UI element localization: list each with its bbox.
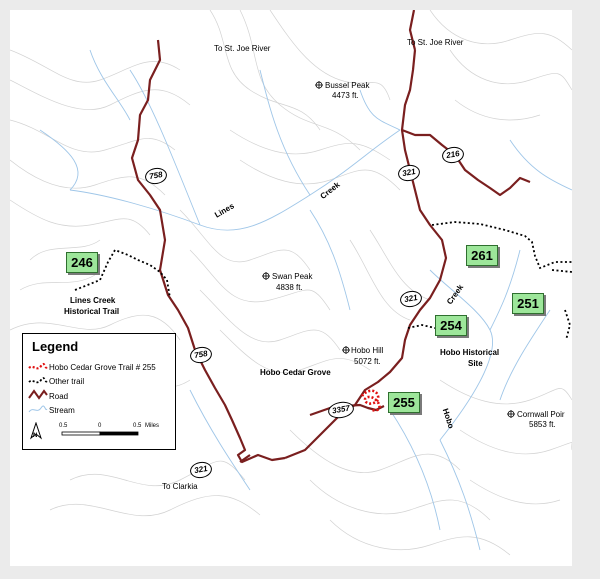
road-758 — [130, 39, 286, 464]
streams — [39, 49, 572, 551]
legend-title: Legend — [32, 339, 79, 354]
legend-item-featured-trail: Hobo Cedar Grove Trail # 255 — [49, 363, 156, 372]
cornwall-point-marker — [507, 410, 515, 418]
trail-261 — [431, 221, 572, 270]
bussel-peak-marker — [315, 81, 323, 89]
legend-featured-trail-symbol — [28, 362, 48, 370]
legend-symbols — [28, 362, 48, 413]
swan-peak-elevation: 4838 ft. — [276, 283, 303, 292]
roads — [130, 10, 531, 464]
hobo-historical-site-label-line2: Site — [468, 359, 483, 368]
swan-peak-marker — [262, 272, 270, 280]
lines-creek-trail-label-line2: Historical Trail — [64, 307, 120, 316]
scale-unit: Miles — [145, 423, 160, 429]
trail-246 — [74, 248, 171, 299]
map-canvas[interactable] — [10, 10, 572, 566]
scale-tick-right: 0.5 — [133, 423, 142, 429]
trail-badge-254[interactable]: 254 — [435, 315, 467, 336]
scale-bar — [61, 431, 139, 436]
legend: Legend Hobo Cedar Grove Trail # 255 Othe… — [22, 333, 176, 450]
hobo-cedar-grove-label: Hobo Cedar Grove — [260, 368, 331, 377]
to-clarkia: To Clarkia — [162, 482, 198, 491]
trail-badge-255[interactable]: 255 — [388, 392, 420, 413]
cornwall-point-elevation: 5853 ft. — [529, 420, 556, 429]
cornwall-point-name: Cornwall Poir — [517, 410, 565, 419]
road-321 — [284, 49, 448, 460]
legend-other-trail-symbol — [28, 377, 48, 384]
trail-255 — [360, 389, 381, 412]
bussel-peak-elevation: 4473 ft. — [332, 91, 359, 100]
road-216 — [401, 128, 531, 197]
legend-road-symbol — [28, 389, 48, 400]
trail-badge-261[interactable]: 261 — [466, 245, 498, 266]
to-st-joe-river-right: To St. Joe River — [407, 38, 464, 47]
trail-badge-246[interactable]: 246 — [66, 252, 98, 273]
hobo-hill-name: Hobo Hill — [351, 346, 384, 355]
trail-251 — [551, 269, 572, 341]
road-bottom-left — [239, 454, 251, 463]
bussel-peak-name: Bussel Peak — [325, 81, 370, 90]
road-north-right — [408, 10, 417, 51]
peak-markers — [262, 81, 515, 418]
scale-tick-left: 0.5 — [59, 423, 68, 429]
hobo-historical-site-label-line1: Hobo Historical — [440, 348, 500, 357]
north-label: N — [33, 433, 38, 439]
legend-item-road: Road — [49, 392, 69, 401]
legend-item-stream: Stream — [49, 406, 75, 415]
scale-tick-zero: 0 — [98, 423, 102, 429]
to-st-joe-river-left: To St. Joe River — [214, 44, 271, 53]
legend-item-other-trail: Other trail — [49, 377, 85, 386]
map-frame[interactable]: To St. Joe River To St. Joe River To Cla… — [10, 10, 572, 566]
other-trails — [74, 221, 572, 341]
hobo-hill-elevation: 5072 ft. — [354, 357, 381, 366]
contour-lines — [10, 10, 572, 556]
trail-badge-251[interactable]: 251 — [512, 293, 544, 314]
hobo-hill-marker — [342, 346, 350, 354]
lines-creek-trail-label-line1: Lines Creek — [70, 296, 116, 305]
north-arrow-icon — [29, 422, 43, 440]
swan-peak-name: Swan Peak — [272, 272, 313, 281]
legend-stream-symbol — [28, 405, 48, 413]
